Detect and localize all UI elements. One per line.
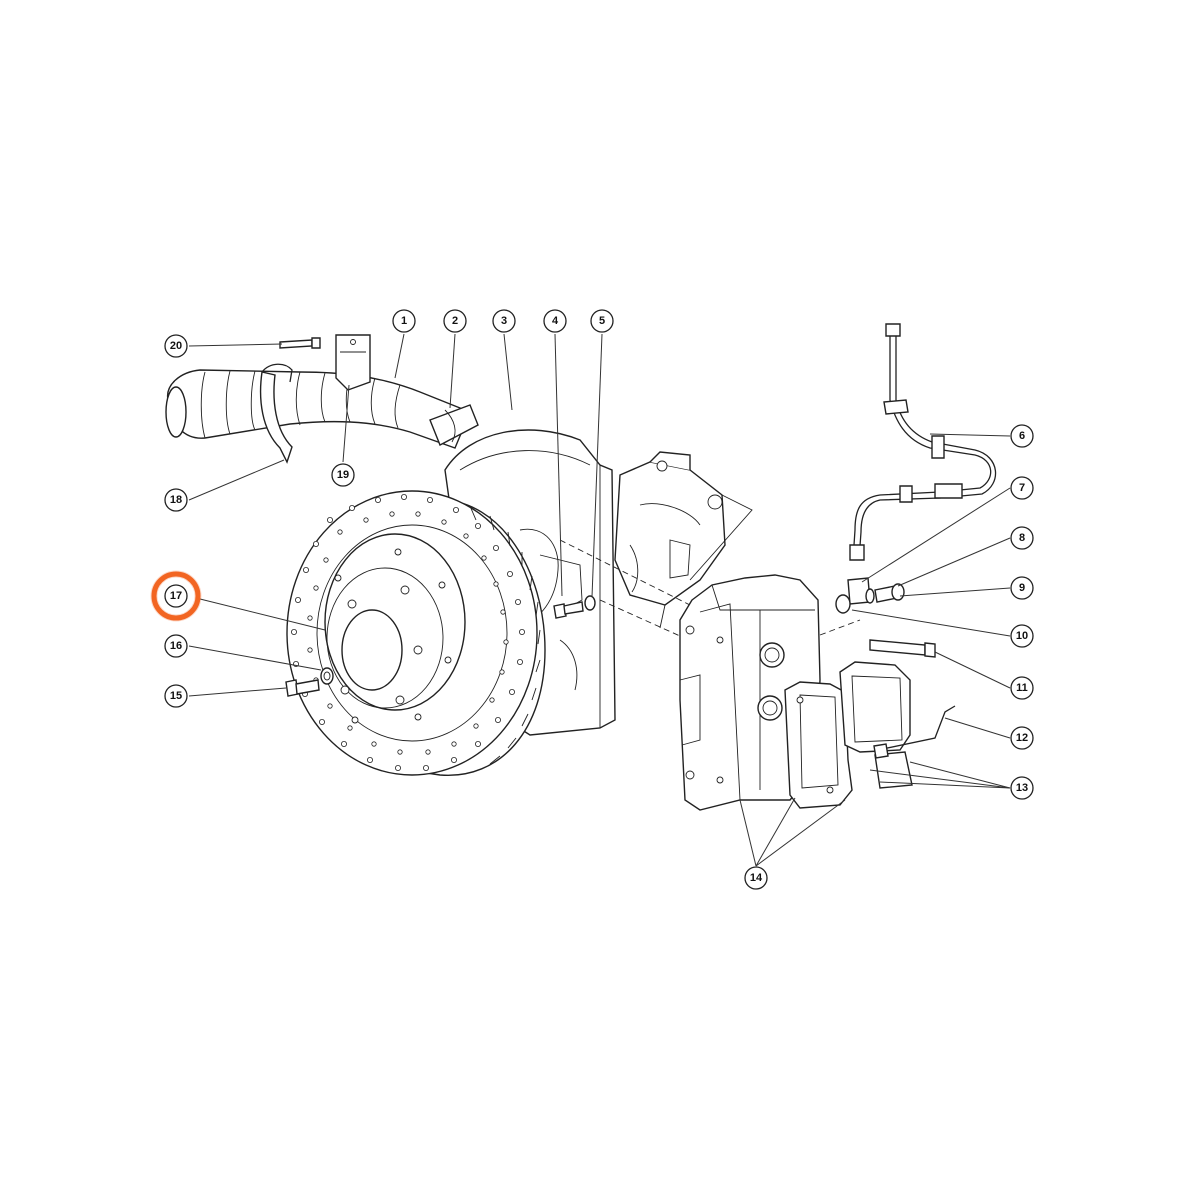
caliper-bolt [553,601,584,619]
callout-5: 5 [590,309,614,333]
svg-text:19: 19 [337,469,349,481]
duct-bracket [335,334,371,391]
brake-hose [849,323,997,561]
callout-19: 19 [331,463,355,487]
caliper-washer [584,595,596,611]
callout-15: 15 [164,684,188,708]
duct-strap [259,363,293,464]
callout-12: 12 [1010,726,1034,750]
svg-text:12: 12 [1016,732,1028,744]
hub-carrier [614,451,753,629]
washer [320,667,334,685]
svg-text:18: 18 [170,494,182,506]
brake-caliper [679,574,821,811]
svg-text:17: 17 [170,590,182,602]
cooling-duct [165,369,479,449]
pin-bolt [869,639,936,658]
svg-text:6: 6 [1019,430,1025,442]
svg-text:16: 16 [170,640,182,652]
callout-17: 17 [150,570,202,622]
wheel-bolt [285,679,320,697]
callout-1: 1 [392,309,416,333]
svg-text:20: 20 [170,340,182,352]
callout-8: 8 [1010,526,1034,550]
banjo-bolt [865,583,905,604]
svg-text:10: 10 [1016,630,1028,642]
leader-lines [188,333,1011,867]
callout-3: 3 [492,309,516,333]
callout-2: 2 [443,309,467,333]
svg-text:15: 15 [170,690,182,702]
svg-text:11: 11 [1016,682,1028,694]
svg-text:3: 3 [501,315,507,327]
callout-13: 13 [1010,776,1034,800]
svg-text:4: 4 [552,315,559,327]
svg-text:1: 1 [401,315,407,327]
banjo-fitting [835,577,871,614]
callout-18: 18 [164,488,188,512]
callout-20: 20 [164,334,188,358]
brake-pad-outer [784,681,853,809]
svg-text:5: 5 [599,315,605,327]
callout-10: 10 [1010,624,1034,648]
svg-text:13: 13 [1016,782,1028,794]
svg-text:2: 2 [452,315,458,327]
brake-pad-inner [839,661,913,789]
callout-11: 11 [1010,676,1034,700]
callout-9: 9 [1010,576,1034,600]
svg-text:8: 8 [1019,532,1025,544]
callouts: 1 2 3 4 5 6 7 8 9 10 11 12 13 14 15 16 1… [150,309,1034,890]
callout-6: 6 [1010,424,1034,448]
brake-disc [286,490,546,776]
svg-text:9: 9 [1019,582,1025,594]
wear-sensor [873,705,956,759]
svg-text:7: 7 [1019,482,1025,494]
callout-4: 4 [543,309,567,333]
callout-7: 7 [1010,476,1034,500]
small-screw [279,337,321,349]
callout-14: 14 [744,866,768,890]
svg-text:14: 14 [750,872,763,884]
callout-16: 16 [164,634,188,658]
highlight-ring [151,571,201,621]
